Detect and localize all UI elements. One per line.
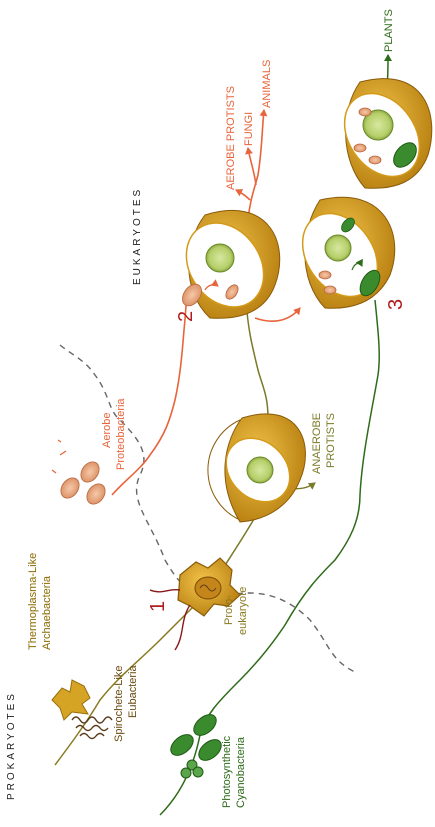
- prokaryotes-heading: PROKARYOTES: [6, 691, 17, 800]
- aerobe-eukaryote-cell: [182, 209, 281, 319]
- proteobacteria-organism: [51, 439, 106, 505]
- cyanobacteria-label: Cyanobacteria: [235, 736, 247, 808]
- anaerobe-to-aerobe-line: [242, 299, 269, 419]
- archaebacteria-label: Archaebacteria: [41, 575, 53, 650]
- fungi-outcome-label: FUNGI: [243, 112, 255, 146]
- step-2-number: 2: [175, 311, 197, 322]
- protists-outcome-label: PROTISTS: [325, 413, 337, 468]
- aerobe-protists-outcome-label: AEROBE PROTISTS: [225, 86, 237, 190]
- aerobe-lineage: [111, 287, 189, 496]
- aerobe-branch-protists: [235, 189, 251, 201]
- proteobacteria-label: Proteobacteria: [115, 398, 127, 470]
- archaebacteria-lineage: [54, 604, 196, 766]
- step-3-number: 3: [385, 299, 407, 310]
- plant-cell: [343, 78, 433, 189]
- protoeukaryote-cell: [149, 557, 241, 651]
- animals-outcome-label: ANIMALS: [261, 60, 273, 108]
- cyanobacteria-organism: [170, 714, 222, 779]
- photosynthetic-label: Photosynthetic: [221, 735, 233, 808]
- boundary-dashed-line: [59, 344, 356, 673]
- aerobe-branch-animals: [247, 109, 268, 221]
- aerobe-label: Aerobe: [101, 413, 113, 448]
- thermoplasma-organism: [51, 679, 91, 721]
- aerobe-branch-fungi: [245, 147, 257, 186]
- eukaryote-label: eukaryote: [237, 587, 249, 635]
- anaerobe-outcome-label: ANAEROBE: [311, 413, 323, 474]
- aerobe-to-plant-arrow: [254, 307, 301, 322]
- thermoplasma-label: Thermoplasma-Like: [27, 553, 39, 650]
- eukaryotes-heading: EUKARYOTES: [132, 187, 143, 285]
- eubacteria-label: Eubacteria: [127, 665, 139, 718]
- proto-label: Proto-: [223, 595, 235, 625]
- spirochete-organism: [71, 716, 113, 740]
- plant-precursor-cell: [301, 196, 396, 309]
- plants-outcome-label: PLANTS: [383, 9, 395, 52]
- step-1-number: 1: [147, 601, 169, 612]
- spirochete-label: Spirochete-Like: [113, 666, 125, 742]
- anaerobe-protist-cell: [207, 413, 306, 523]
